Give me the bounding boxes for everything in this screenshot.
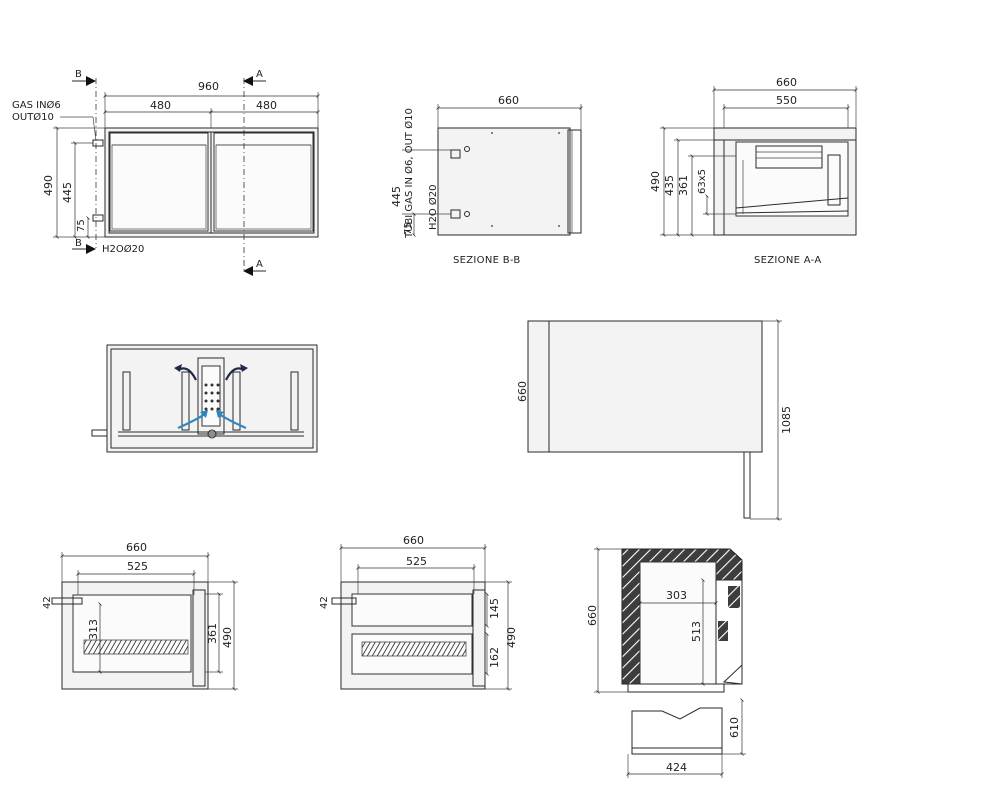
plan-vent-holes bbox=[204, 383, 220, 411]
cs1-dim-361: 361 bbox=[206, 623, 219, 644]
built-in-section: 660 303 513 610 424 bbox=[586, 547, 746, 778]
section-label-b-bottom: B bbox=[75, 238, 82, 249]
section-label-a-top: A bbox=[256, 69, 263, 80]
side-cabinet bbox=[527, 320, 763, 453]
front-door-left bbox=[109, 132, 209, 232]
dim-490: 490 bbox=[42, 175, 55, 196]
aa-dim-490: 490 bbox=[649, 171, 662, 192]
cs2-dim-525: 525 bbox=[406, 555, 427, 568]
section-arrow-a-bottom bbox=[243, 266, 253, 276]
base-plinth bbox=[631, 707, 723, 749]
bb-dim-660: 660 bbox=[498, 94, 519, 107]
section-bb-view: 660 445 75 TUBI GAS IN Ø6, OUT Ø10 H2O Ø… bbox=[390, 94, 583, 266]
bb-caption: SEZIONE B-B bbox=[453, 255, 521, 266]
cs1-dim-490: 490 bbox=[221, 627, 234, 648]
cs1-dim-42: 42 bbox=[42, 596, 53, 609]
label-gas-out: OUTØ10 bbox=[12, 111, 54, 123]
aa-dim-660: 660 bbox=[776, 76, 797, 89]
dim-480-right: 480 bbox=[256, 99, 277, 112]
plan-airflow-view bbox=[91, 344, 318, 453]
bi-dim-303: 303 bbox=[666, 589, 687, 602]
cs2-dim-145: 145 bbox=[488, 598, 501, 619]
bb-gas-fitting bbox=[450, 149, 461, 159]
bb-cabinet bbox=[437, 127, 571, 236]
bb-label-h2o: H2O Ø20 bbox=[427, 184, 439, 230]
cs2-dim-490: 490 bbox=[505, 627, 518, 648]
section-aa-view: 660 550 490 435 361 63x5 SEZIONE A-A bbox=[649, 76, 858, 266]
dim-75: 75 bbox=[76, 219, 87, 232]
cs1-door bbox=[192, 589, 206, 687]
section-arrow-b-bottom bbox=[86, 244, 96, 254]
section-label-a-bottom: A bbox=[256, 259, 263, 270]
section-arrow-b-top bbox=[86, 76, 96, 86]
gas-pipe bbox=[92, 139, 104, 147]
aa-door bbox=[713, 139, 725, 236]
side-dim-660: 660 bbox=[516, 381, 529, 402]
cs2-dim-42: 42 bbox=[319, 596, 330, 609]
bi-dim-660: 660 bbox=[586, 605, 599, 626]
bi-dim-424: 424 bbox=[666, 761, 687, 774]
aa-interior bbox=[735, 141, 849, 217]
cs1-dim-313: 313 bbox=[87, 619, 100, 640]
bb-dim-445: 445 bbox=[390, 186, 403, 207]
cs2-drawer-top bbox=[351, 593, 473, 627]
bb-dim-75: 75 bbox=[403, 222, 414, 235]
cs1-dim-525: 525 bbox=[127, 560, 148, 573]
label-h2o: H2OØ20 bbox=[102, 243, 144, 255]
label-gas-in: GAS INØ6 bbox=[12, 99, 61, 111]
cs1-dim-660: 660 bbox=[126, 541, 147, 554]
cs2-grille bbox=[361, 641, 467, 657]
aa-dim-435: 435 bbox=[663, 175, 676, 196]
side-dim-1085: 1085 bbox=[780, 406, 793, 434]
dim-480-left: 480 bbox=[150, 99, 171, 112]
aa-dim-361: 361 bbox=[677, 175, 690, 196]
cross-section-1: 660 525 42 313 361 490 bbox=[42, 541, 238, 691]
side-open-door bbox=[743, 451, 751, 519]
cs2-dim-162: 162 bbox=[488, 647, 501, 668]
front-view: B B A A 960 480 480 490 445 75 GAS INØ6 … bbox=[12, 69, 320, 276]
cross-section-2: 660 525 42 145 162 490 bbox=[319, 534, 518, 691]
section-label-b-top: B bbox=[75, 69, 82, 80]
aa-dim-63x5: 63x5 bbox=[697, 169, 708, 194]
cs1-grille bbox=[83, 639, 189, 655]
aa-evaporator bbox=[755, 145, 823, 169]
water-pipe bbox=[92, 214, 104, 222]
dim-445: 445 bbox=[61, 182, 74, 203]
dim-960: 960 bbox=[198, 80, 219, 93]
side-view: 1085 660 bbox=[516, 319, 793, 521]
built-in-compartment bbox=[639, 561, 717, 685]
bi-dim-513: 513 bbox=[690, 621, 703, 642]
bb-label-tubi: TUBI GAS IN Ø6, OUT Ø10 bbox=[403, 108, 415, 239]
cs1-pipe bbox=[51, 597, 83, 605]
bi-dim-610: 610 bbox=[728, 717, 741, 738]
front-door-right bbox=[213, 132, 314, 232]
cs2-dim-660: 660 bbox=[403, 534, 424, 547]
aa-caption: SEZIONE A-A bbox=[754, 255, 821, 266]
aa-dim-550: 550 bbox=[776, 94, 797, 107]
section-arrow-a-top bbox=[243, 76, 253, 86]
plan-evaporator bbox=[197, 357, 225, 435]
